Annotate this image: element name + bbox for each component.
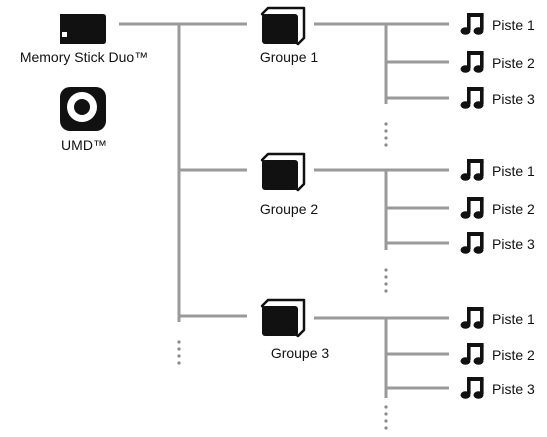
umd-label: UMD™ [61, 137, 107, 153]
more-groups-ellipsis [177, 340, 181, 365]
group-3-label: Groupe 3 [271, 345, 330, 361]
group-1-branches [314, 22, 449, 104]
group-1-folder-icon [260, 6, 306, 46]
track-label: Piste 2 [492, 55, 535, 71]
track-label: Piste 2 [492, 201, 535, 217]
music-note-icon [460, 51, 484, 73]
track-label: Piste 1 [492, 17, 535, 33]
group-1-more-tracks-ellipsis [384, 122, 388, 147]
music-note-icon [460, 377, 484, 399]
track-label: Piste 3 [492, 381, 535, 397]
group-2-branches [314, 168, 449, 250]
music-note-icon [460, 87, 484, 109]
music-note-icon [460, 232, 484, 254]
group-1-label: Groupe 1 [260, 49, 319, 65]
group-2-label: Groupe 2 [260, 201, 319, 217]
track-label: Piste 1 [492, 163, 535, 179]
track-label: Piste 3 [492, 91, 535, 107]
umd-disc-icon [60, 87, 106, 131]
tree-trunk [119, 22, 247, 322]
group-3-branches [314, 316, 449, 398]
track-label: Piste 1 [492, 311, 535, 327]
group-2-folder-icon [260, 152, 306, 192]
memory-stick-duo-label: Memory Stick Duo™ [20, 49, 148, 65]
track-label: Piste 3 [492, 236, 535, 252]
music-note-icon [460, 13, 484, 35]
group-3-folder-icon [260, 298, 306, 338]
music-note-icon [460, 343, 484, 365]
track-label: Piste 2 [492, 347, 535, 363]
memory-stick-duo-icon [60, 14, 106, 44]
group-2-more-tracks-ellipsis [384, 268, 388, 293]
music-note-icon [460, 197, 484, 219]
group-3-more-tracks-ellipsis [384, 405, 388, 430]
music-note-icon [460, 307, 484, 329]
music-note-icon [460, 159, 484, 181]
